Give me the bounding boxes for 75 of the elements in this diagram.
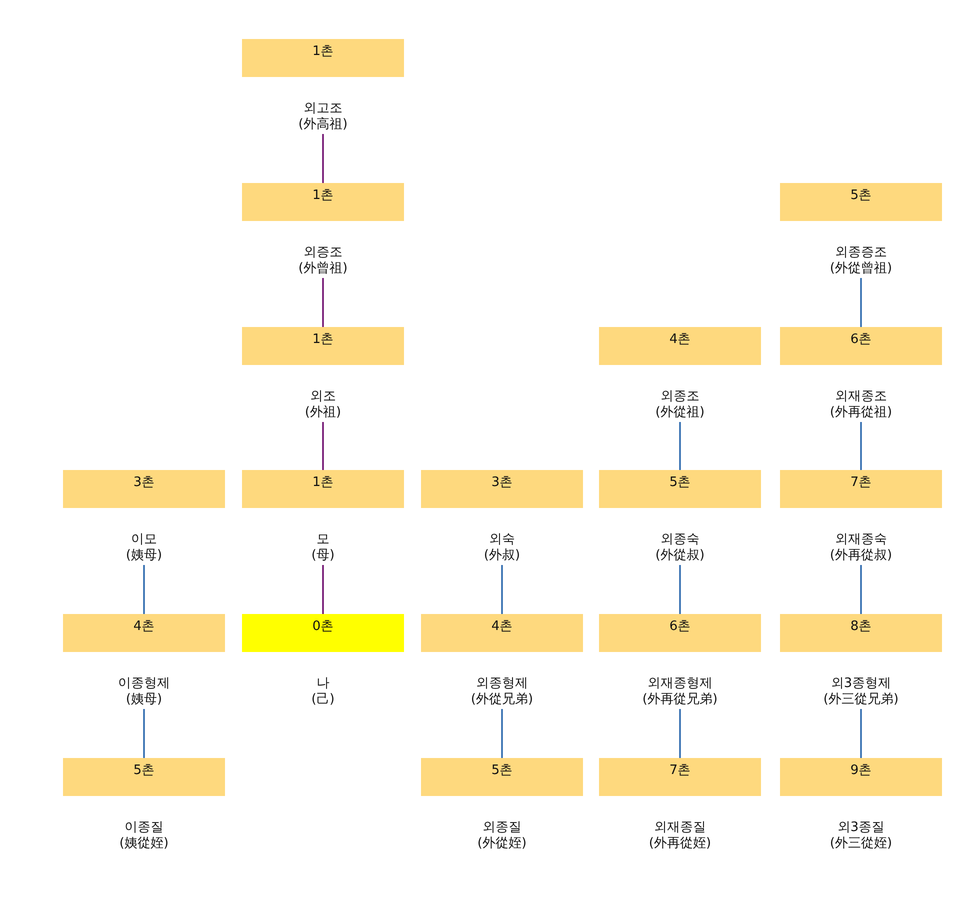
relation-name: 외종증조 (834, 245, 888, 261)
hanja-name: (外再從姪) (648, 836, 712, 852)
hanja-name: (外祖) (304, 405, 342, 421)
relation-name: 외종질 (482, 820, 522, 836)
relation-name: 외종숙 (660, 532, 700, 548)
degree-box: 0촌 (242, 614, 404, 652)
hanja-name: (外從叔) (654, 548, 706, 564)
degree-box: 8촌 (780, 614, 942, 652)
degree-box: 1촌 (242, 39, 404, 77)
hanja-name: (外從姪) (476, 836, 528, 852)
connector-line (860, 422, 862, 470)
degree-box: 6촌 (780, 327, 942, 365)
relation-name: 외재종숙 (834, 532, 888, 548)
degree-box: 4촌 (63, 614, 225, 652)
relation-name: 이종질 (124, 820, 164, 836)
relation-name: 외증조 (302, 245, 344, 261)
hanja-name: (己) (310, 692, 336, 708)
relation-name: 외조 (309, 389, 337, 405)
hanja-name: (外三從兄弟) (822, 692, 900, 708)
relation-name: 외재종조 (834, 389, 888, 405)
hanja-name: (外三從姪) (828, 836, 894, 852)
degree-box: 5촌 (421, 758, 583, 796)
degree-box: 3촌 (421, 470, 583, 508)
degree-box: 5촌 (780, 183, 942, 221)
hanja-name: (外再從祖) (828, 405, 894, 421)
connector-line (860, 565, 862, 614)
connector-line (679, 422, 681, 470)
hanja-name: (外從兄弟) (470, 692, 534, 708)
relation-name: 나 (316, 676, 330, 692)
hanja-name: (外從曾祖) (828, 261, 894, 277)
hanja-name: (姨母) (124, 548, 164, 564)
relation-name: 외3종질 (836, 820, 886, 836)
connector-line (322, 278, 324, 327)
relation-name: 외고조 (302, 101, 344, 117)
degree-box: 1촌 (242, 327, 404, 365)
degree-box: 3촌 (63, 470, 225, 508)
degree-box: 1촌 (242, 183, 404, 221)
connector-line (501, 709, 503, 758)
connector-line (501, 565, 503, 614)
connector-line (143, 709, 145, 758)
connector-line (679, 709, 681, 758)
degree-box: 4촌 (599, 327, 761, 365)
hanja-name: (外高祖) (297, 117, 349, 133)
relation-name: 외종형제 (475, 676, 529, 692)
relation-name: 이종형제 (117, 676, 171, 692)
hanja-name: (姨母) (124, 692, 164, 708)
connector-line (679, 565, 681, 614)
relation-name: 모 (316, 532, 330, 548)
degree-box: 6촌 (599, 614, 761, 652)
hanja-name: (外從祖) (654, 405, 706, 421)
hanja-name: (外曾祖) (297, 261, 349, 277)
relation-name: 이모 (130, 532, 158, 548)
degree-box: 5촌 (63, 758, 225, 796)
hanja-name: (外叔) (482, 548, 522, 564)
connector-line (322, 565, 324, 614)
degree-box: 9촌 (780, 758, 942, 796)
connector-line (322, 134, 324, 183)
hanja-name: (母) (310, 548, 336, 564)
connector-line (860, 709, 862, 758)
connector-line (322, 422, 324, 470)
hanja-name: (姨從姪) (118, 836, 170, 852)
degree-box: 4촌 (421, 614, 583, 652)
hanja-name: (外再從兄弟) (641, 692, 719, 708)
relation-name: 외재종형제 (646, 676, 714, 692)
degree-box: 7촌 (599, 758, 761, 796)
degree-box: 7촌 (780, 470, 942, 508)
degree-box: 1촌 (242, 470, 404, 508)
relation-name: 외종조 (660, 389, 700, 405)
connector-line (860, 278, 862, 327)
relation-name: 외3종형제 (830, 676, 892, 692)
relation-name: 외숙 (488, 532, 516, 548)
hanja-name: (外再從叔) (828, 548, 894, 564)
degree-box: 5촌 (599, 470, 761, 508)
connector-line (143, 565, 145, 614)
relation-name: 외재종질 (653, 820, 707, 836)
